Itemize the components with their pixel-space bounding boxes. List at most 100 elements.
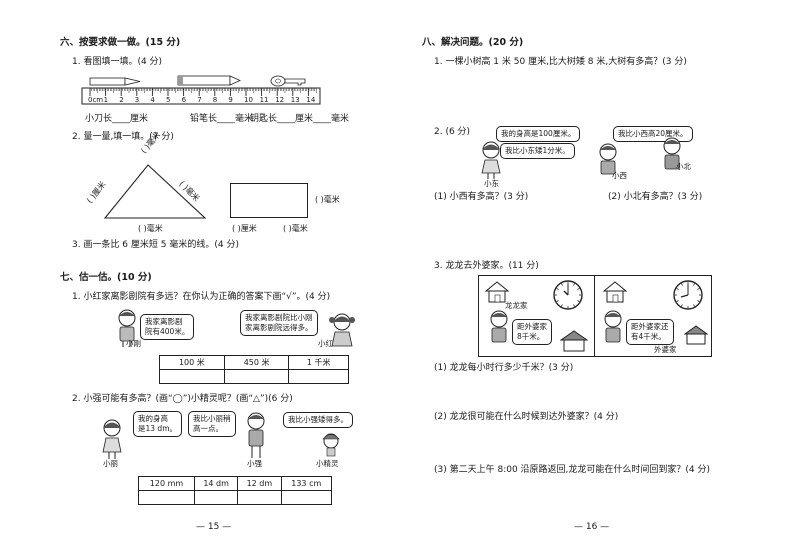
grandma-house-icon — [560, 330, 588, 352]
kid-xiaodong-icon — [481, 141, 501, 179]
answer-cell-1[interactable] — [159, 369, 225, 384]
name-xiaogang: 小刚 — [126, 339, 141, 348]
elf-icon — [322, 433, 340, 457]
clock-tick — [573, 304, 575, 307]
clock-tick — [556, 288, 559, 290]
option-120mm: 120 mm — [138, 476, 195, 491]
ruler-tick-label: 12 — [275, 96, 285, 104]
option-450m: 450 米 — [223, 355, 290, 370]
ruler-tick-label: 9 — [228, 96, 233, 104]
kid-xiaobei-icon — [663, 137, 681, 170]
clock-tick — [676, 288, 679, 290]
answer-cell-3[interactable] — [237, 490, 282, 505]
section-8-title: 八、解决问题。(20 分) — [422, 37, 524, 48]
bubble-xiaojingling: 我比小强矮得多。 — [283, 412, 353, 429]
rect-bottom-label-2: ( )毫米 — [283, 224, 308, 233]
clock-tick — [693, 283, 695, 286]
ruler-figure — [81, 75, 321, 105]
q7-2-options-table: 120 mm 14 dm 12 dm 133 cm — [138, 476, 333, 505]
q7-2-label: 2. 小强可能有多高？(画“◯”)小精灵呢？(画“△”)(6 分) — [72, 394, 293, 404]
name-xiaohong: 小红 — [318, 339, 333, 348]
ruler-tick-label: 11 — [259, 96, 269, 104]
label-longlong-home: 龙龙家 — [505, 301, 528, 310]
house-icon — [602, 281, 628, 303]
q8-2-sub1: (1) 小西有多高？(3 分) — [434, 192, 529, 202]
page-16: 八、解决问题。(20 分) 1. 一棵小树高 1 米 50 厘米,比大树矮 8 … — [400, 0, 800, 543]
kid-xiaoxi-icon — [599, 143, 617, 175]
pencil-icon — [177, 75, 241, 86]
q8-3-label: 3. 龙龙去外婆家。(11 分) — [434, 261, 539, 271]
bubble-xiaoli: 我的身高是13 dm。 — [133, 411, 182, 438]
ruler-tick-label: 7 — [197, 96, 202, 104]
clock-tick — [697, 300, 700, 302]
bubble-xiaoxi: 我比小东矮1分米。 — [500, 143, 575, 160]
ruler-tick-label: 3 — [134, 96, 140, 104]
ruler-tick-label: 2 — [119, 96, 124, 104]
kid-longlong-icon — [490, 310, 508, 343]
clock-icon — [673, 280, 703, 310]
bubble-distance-4km: 距外婆家还有4千米。 — [626, 319, 674, 346]
clock-tick — [561, 283, 563, 286]
q8-3-sub3: (3) 第二天上午 8:00 沿原路返回,龙龙可能在什么时间回到家？(4 分) — [434, 465, 711, 475]
ruler-tick-label: 1 — [103, 96, 109, 104]
option-12dm: 12 dm — [237, 476, 282, 491]
kid-xiaoqiang-icon — [247, 412, 265, 458]
house-icon — [484, 281, 510, 303]
name-xiaoli: 小丽 — [103, 459, 118, 468]
answer-cell-4[interactable] — [280, 490, 333, 505]
knife-icon — [89, 77, 141, 86]
name-xiaodong: 小东 — [484, 179, 499, 188]
ruler-tick-label: 13 — [290, 96, 300, 104]
page-number: — 15 — — [196, 522, 232, 532]
answer-cell-3[interactable] — [288, 369, 349, 384]
ruler-tick-label: 6 — [181, 96, 187, 104]
clock-icon — [553, 280, 583, 310]
kid-longlong-icon — [604, 310, 622, 343]
bubble-xiaohong: 我家离影剧院比小刚家离影剧院远得多。 — [240, 310, 318, 337]
clock-tick — [577, 300, 580, 302]
q6-2-label: 2. 量一量,填一填。(7 分) — [72, 132, 174, 142]
clock-tick — [681, 304, 683, 307]
bubble-xiaodong: 我的身高是100厘米。 — [496, 126, 581, 143]
clock-tick — [693, 304, 695, 307]
name-xiaoqiang: 小强 — [247, 459, 262, 468]
q8-1-label: 1. 一棵小树高 1 米 50 厘米,比大树矮 8 米,大树有多高？(3 分) — [434, 57, 687, 67]
rect-bottom-label-1: ( )厘米 — [232, 224, 257, 233]
option-14dm: 14 dm — [193, 476, 239, 491]
ruler-tick-label: 14 — [306, 96, 316, 104]
ruler-ticks — [89, 88, 317, 96]
grandma-house-icon — [684, 325, 708, 345]
ruler-zero-label: 0cm — [88, 96, 104, 104]
q6-1-label: 1. 看图填一填。(4 分) — [72, 57, 163, 67]
name-xiaoxi: 小西 — [612, 171, 627, 180]
bubble-xiaogang: 我家离影剧院有400米。 — [140, 314, 195, 341]
answer-pencil: 铅笔长____毫米 — [190, 114, 254, 124]
kid-xiaogang-icon — [118, 309, 136, 347]
clock-tick — [556, 300, 559, 302]
tri-bottom-label: ( )毫米 — [138, 224, 163, 233]
clock-tick — [577, 288, 580, 290]
option-100m: 100 米 — [159, 355, 225, 370]
answer-cell-1[interactable] — [138, 490, 195, 505]
name-xiaojingling: 小精灵 — [316, 459, 339, 468]
section-7-title: 七、估一估。(10 分) — [60, 272, 152, 283]
option-133cm: 133 cm — [280, 476, 333, 491]
q7-1-label: 1. 小红家离影剧院有多远？在你认为正确的答案下画“√”。(4 分) — [72, 292, 331, 302]
bubble-xiaoqiang: 我比小丽稍高一点。 — [188, 411, 236, 438]
answer-key: 钥匙长____厘米____毫米 — [250, 114, 350, 124]
key-icon — [270, 75, 306, 87]
answer-cell-2[interactable] — [223, 369, 290, 384]
label-grandma-home: 外婆家 — [654, 345, 677, 354]
kid-xiaoli-icon — [102, 419, 122, 459]
q8-3-sub2: (2) 龙龙很可能在什么时候到达外婆家？(4 分) — [434, 412, 619, 422]
kid-xiaohong-icon — [329, 313, 355, 347]
name-xiaobei: 小北 — [676, 162, 691, 171]
ruler-tick-label: 8 — [212, 96, 218, 104]
clock-tick — [561, 304, 563, 307]
section-6-title: 六、按要求做一做。(15 分) — [60, 37, 181, 48]
triangle-figure — [103, 164, 207, 219]
answer-knife: 小刀长____厘米 — [85, 114, 149, 124]
answer-cell-2[interactable] — [193, 490, 239, 505]
